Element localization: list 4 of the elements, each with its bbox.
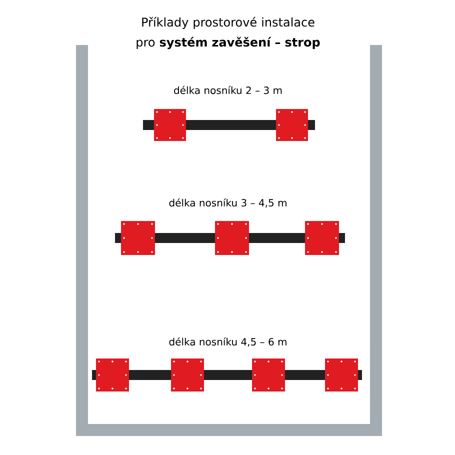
beam-length-label: délka nosníku 4,5 – 6 m [169,337,286,347]
beam-length-label: délka nosníku 3 – 4,5 m [169,198,286,208]
beam-length-label: délka nosníku 2 – 3 m [174,86,282,94]
title: Příklady prostorové instalace pro systém zavěšení – strop [136,16,320,50]
